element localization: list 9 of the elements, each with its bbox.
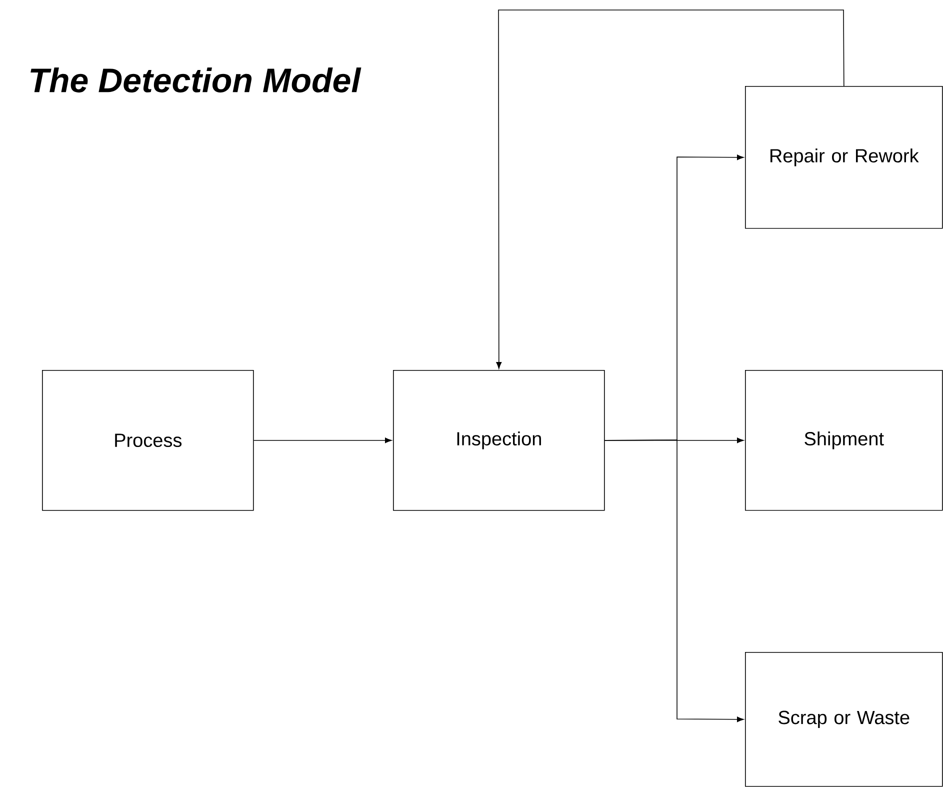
process-box: Repair or Rework — [745, 86, 943, 229]
arrow — [604, 440, 744, 722]
process-box: Shipment — [745, 370, 943, 511]
process-box: Scrap or Waste — [745, 652, 943, 787]
arrow — [253, 438, 392, 444]
process-box: Process — [42, 370, 254, 511]
arrow — [496, 10, 844, 369]
title: The Detection Model — [30, 68, 362, 92]
process-box: Inspection — [393, 370, 605, 511]
